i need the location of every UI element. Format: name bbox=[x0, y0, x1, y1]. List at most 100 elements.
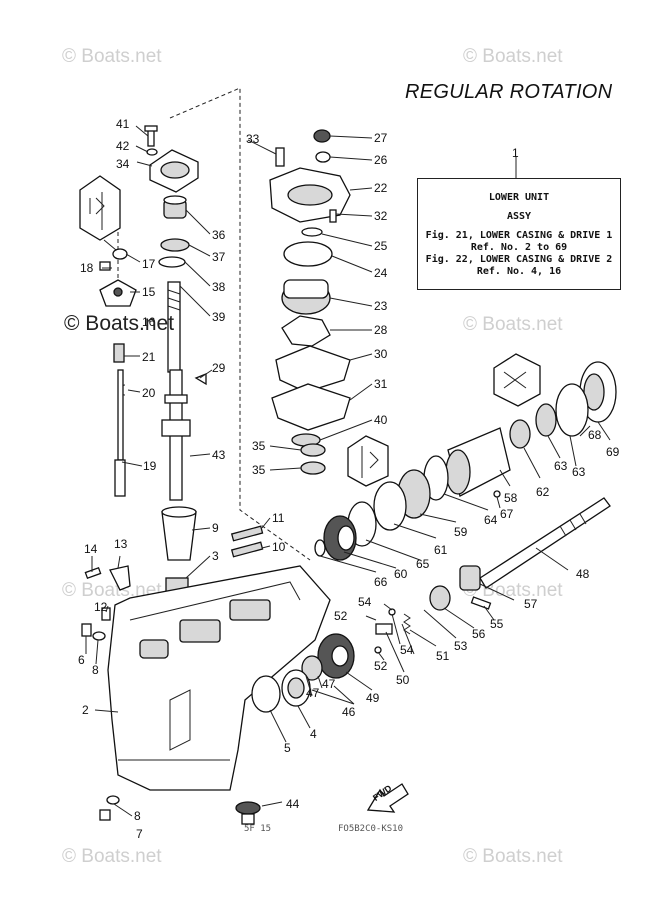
watermark: © Boats.net bbox=[463, 314, 563, 335]
callout-54: 54 bbox=[358, 595, 372, 609]
callout-58: 58 bbox=[504, 491, 518, 505]
part-25-oring bbox=[301, 227, 323, 237]
callout-52: 52 bbox=[334, 609, 348, 623]
callout-59: 59 bbox=[454, 525, 468, 539]
callout-63-b: 63 bbox=[572, 465, 586, 479]
part-12-screw bbox=[101, 607, 111, 621]
callout-67: 67 bbox=[500, 507, 514, 521]
part-32-pin bbox=[329, 209, 337, 223]
callout-29: 29 bbox=[212, 361, 226, 375]
part-37-seal bbox=[160, 238, 190, 252]
part-16-symbol-right bbox=[347, 435, 389, 487]
watermark: © Boats.net bbox=[62, 46, 162, 67]
callout-61: 61 bbox=[434, 543, 448, 557]
part-35-bearing-b bbox=[300, 461, 326, 475]
part-67-ball bbox=[493, 490, 501, 498]
callout-63: 63 bbox=[554, 459, 568, 473]
part-48-propeller-shaft bbox=[479, 497, 611, 589]
assy-line-6: Ref. No. 4, 16 bbox=[476, 266, 562, 277]
callout-24: 24 bbox=[374, 266, 388, 280]
callout-11: 11 bbox=[272, 511, 285, 525]
callout-35-b: 35 bbox=[252, 463, 266, 477]
part-22-pump-housing bbox=[269, 167, 351, 223]
part-62-bearing bbox=[509, 419, 531, 449]
callout-20: 20 bbox=[142, 386, 156, 400]
part-10-key bbox=[230, 541, 264, 558]
part-8-gasket-lower bbox=[106, 795, 120, 805]
callout-21: 21 bbox=[142, 350, 156, 364]
part-5-shim bbox=[251, 675, 281, 713]
callout-60: 60 bbox=[394, 567, 408, 581]
callout-22: 22 bbox=[374, 181, 388, 195]
part-clip-symbol bbox=[493, 353, 541, 407]
callout-47: 47 bbox=[306, 686, 320, 700]
watermark: © Boats.net bbox=[62, 846, 162, 867]
watermark: © Boats.net bbox=[463, 46, 563, 67]
callout-46: 46 bbox=[342, 705, 356, 719]
callout-2: 2 bbox=[82, 703, 89, 717]
leader-lines bbox=[85, 125, 611, 817]
callout-12: 12 bbox=[94, 600, 108, 614]
part-30-plate bbox=[275, 345, 351, 393]
callout-28: 28 bbox=[374, 323, 388, 337]
callout-33: 33 bbox=[246, 132, 260, 146]
part-7-plug bbox=[99, 809, 111, 821]
assy-line-1: LOWER UNIT bbox=[488, 192, 550, 203]
assy-line-5: Fig. 22, LOWER CASING & DRIVE 2 bbox=[425, 254, 613, 265]
part-61-washer bbox=[373, 481, 407, 531]
part-56-clutch-dog bbox=[429, 585, 451, 611]
part-44-anode bbox=[235, 801, 261, 825]
part-4-bearing-housing bbox=[281, 669, 311, 707]
part-21-spring bbox=[113, 343, 125, 363]
callout-49: 49 bbox=[366, 691, 380, 705]
callout-66: 66 bbox=[374, 575, 388, 589]
callout-17: 17 bbox=[142, 257, 156, 271]
part-23-liner bbox=[281, 279, 331, 315]
callout-54-b: 54 bbox=[400, 643, 414, 657]
part-28-impeller bbox=[281, 315, 331, 347]
part-60-reverse-gear bbox=[323, 515, 357, 561]
part-27-grommet bbox=[313, 129, 331, 143]
callout-38: 38 bbox=[212, 280, 226, 294]
callout-43: 43 bbox=[212, 448, 226, 462]
callout-32: 32 bbox=[374, 209, 388, 223]
callout-26: 26 bbox=[374, 153, 388, 167]
assy-line-4: Ref. No. 2 to 69 bbox=[470, 242, 568, 253]
part-43-driveshaft bbox=[161, 369, 191, 501]
part-15-bracket bbox=[99, 279, 137, 307]
callout-18: 18 bbox=[80, 261, 94, 275]
part-41-bolt bbox=[144, 125, 158, 147]
callout-53: 53 bbox=[454, 639, 468, 653]
part-34-housing bbox=[149, 149, 199, 193]
part-66-washer bbox=[314, 539, 326, 557]
callout-7: 7 bbox=[136, 827, 143, 841]
callout-25: 25 bbox=[374, 239, 388, 253]
callout-10: 10 bbox=[272, 540, 286, 554]
callout-47-b: 47 bbox=[322, 677, 336, 691]
callout-55: 55 bbox=[490, 617, 504, 631]
part-57-clutch bbox=[459, 565, 481, 591]
watermark: © Boats.net bbox=[62, 580, 162, 601]
callout-5: 5 bbox=[284, 741, 291, 755]
callout-15: 15 bbox=[142, 285, 156, 299]
watermark: © Boats.net bbox=[463, 846, 563, 867]
part-26-seal bbox=[315, 151, 331, 163]
part-11-key bbox=[230, 525, 264, 542]
callout-37: 37 bbox=[212, 250, 226, 264]
callout-9: 9 bbox=[212, 521, 219, 535]
callout-68: 68 bbox=[588, 428, 602, 442]
callout-41: 41 bbox=[116, 117, 130, 131]
part-29-pin bbox=[194, 373, 207, 386]
part-18-bolt bbox=[99, 261, 111, 271]
callout-1: 1 bbox=[512, 146, 519, 160]
part-6-plug bbox=[81, 623, 92, 637]
callout-42: 42 bbox=[116, 139, 130, 153]
part-55-pin bbox=[470, 596, 492, 610]
callout-31: 31 bbox=[374, 377, 388, 391]
lower-unit-assy-box: LOWER UNIT ASSY Fig. 21, LOWER CASING & … bbox=[417, 178, 621, 290]
callout-69: 69 bbox=[606, 445, 620, 459]
callout-51: 51 bbox=[436, 649, 450, 663]
part-58-bearing-housing bbox=[445, 427, 511, 497]
watermark-dark: © Boats.net bbox=[64, 312, 175, 335]
